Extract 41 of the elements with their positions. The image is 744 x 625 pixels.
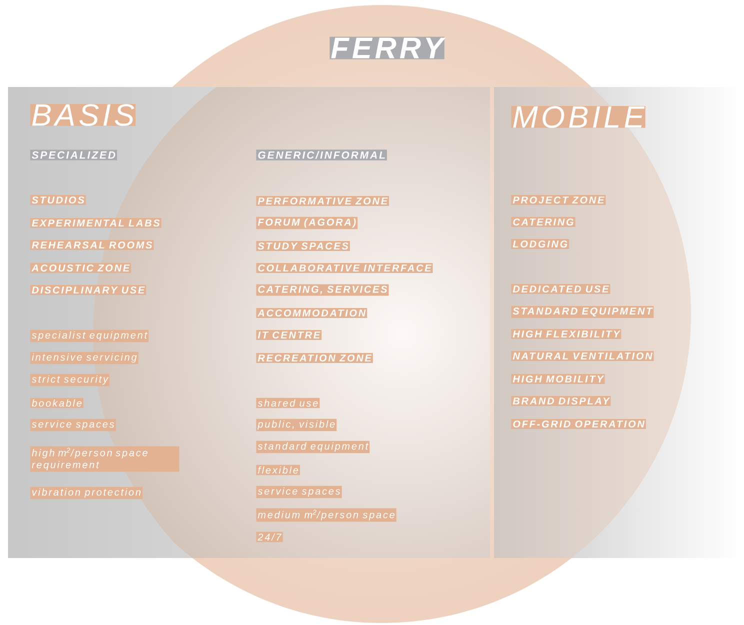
highlighted-text: medium m$^{2}$/person space: [256, 508, 396, 522]
highlighted-text: STUDY SPACES: [256, 240, 350, 252]
highlighted-text: service spaces: [256, 486, 342, 498]
highlighted-text: PROJECT ZONE: [511, 194, 606, 206]
highlighted-text: CATERING: [511, 216, 576, 228]
highlighted-text: high m$^{2}$/person space requirement: [30, 446, 180, 472]
highlighted-text: 24/7: [256, 532, 283, 542]
highlighted-text: intensive servicing: [30, 352, 138, 364]
highlighted-text: HIGH MOBILITY: [511, 374, 605, 384]
highlighted-text: specialist equipment: [30, 330, 149, 342]
highlighted-text: STUDIOS: [30, 194, 86, 206]
highlighted-text: strict security: [30, 374, 110, 386]
heading: BASIS: [30, 104, 136, 126]
highlighted-text: vibration protection: [30, 486, 142, 500]
highlighted-text: BRAND DISPLAY: [511, 396, 611, 406]
subheading: SPECIALIZED: [30, 150, 118, 160]
highlighted-text: RECREATION ZONE: [256, 352, 373, 364]
highlighted-text: PERFORMATIVE ZONE: [256, 196, 389, 206]
highlighted-text: HIGH FLEXIBILITY: [511, 328, 622, 340]
highlighted-text: ACCOMMODATION: [256, 308, 368, 318]
highlighted-text: CATERING, SERVICES: [256, 284, 389, 296]
highlighted-text: FORUM (AGORA): [256, 216, 358, 230]
highlighted-text: flexible: [256, 464, 300, 476]
highlighted-text: NATURAL VENTILATION: [511, 350, 654, 362]
subheading: GENERIC/INFORMAL: [256, 150, 387, 160]
highlighted-text: public, visible: [256, 418, 337, 432]
heading: MOBILE: [511, 106, 646, 128]
highlighted-text: EXPERIMENTAL LABS: [30, 218, 162, 228]
highlighted-text: ACOUSTIC ZONE: [30, 262, 132, 274]
highlighted-text: LODGING: [511, 238, 570, 250]
highlighted-text: DISCIPLINARY USE: [30, 284, 146, 296]
highlighted-text: IT CENTRE: [256, 330, 322, 340]
highlighted-text: service spaces: [30, 418, 116, 432]
highlighted-text: shared use: [256, 398, 320, 408]
highlighted-text: OFF-GRID OPERATION: [511, 418, 646, 430]
highlighted-text: bookable: [30, 398, 84, 408]
highlighted-text: DEDICATED USE: [511, 284, 610, 294]
highlighted-text: REHEARSAL ROOMS: [30, 240, 154, 250]
highlighted-text: standard equipment: [256, 440, 370, 454]
highlighted-text: COLLABORATIVE INTERFACE: [256, 262, 433, 274]
highlighted-text: STANDARD EQUIPMENT: [511, 306, 654, 318]
